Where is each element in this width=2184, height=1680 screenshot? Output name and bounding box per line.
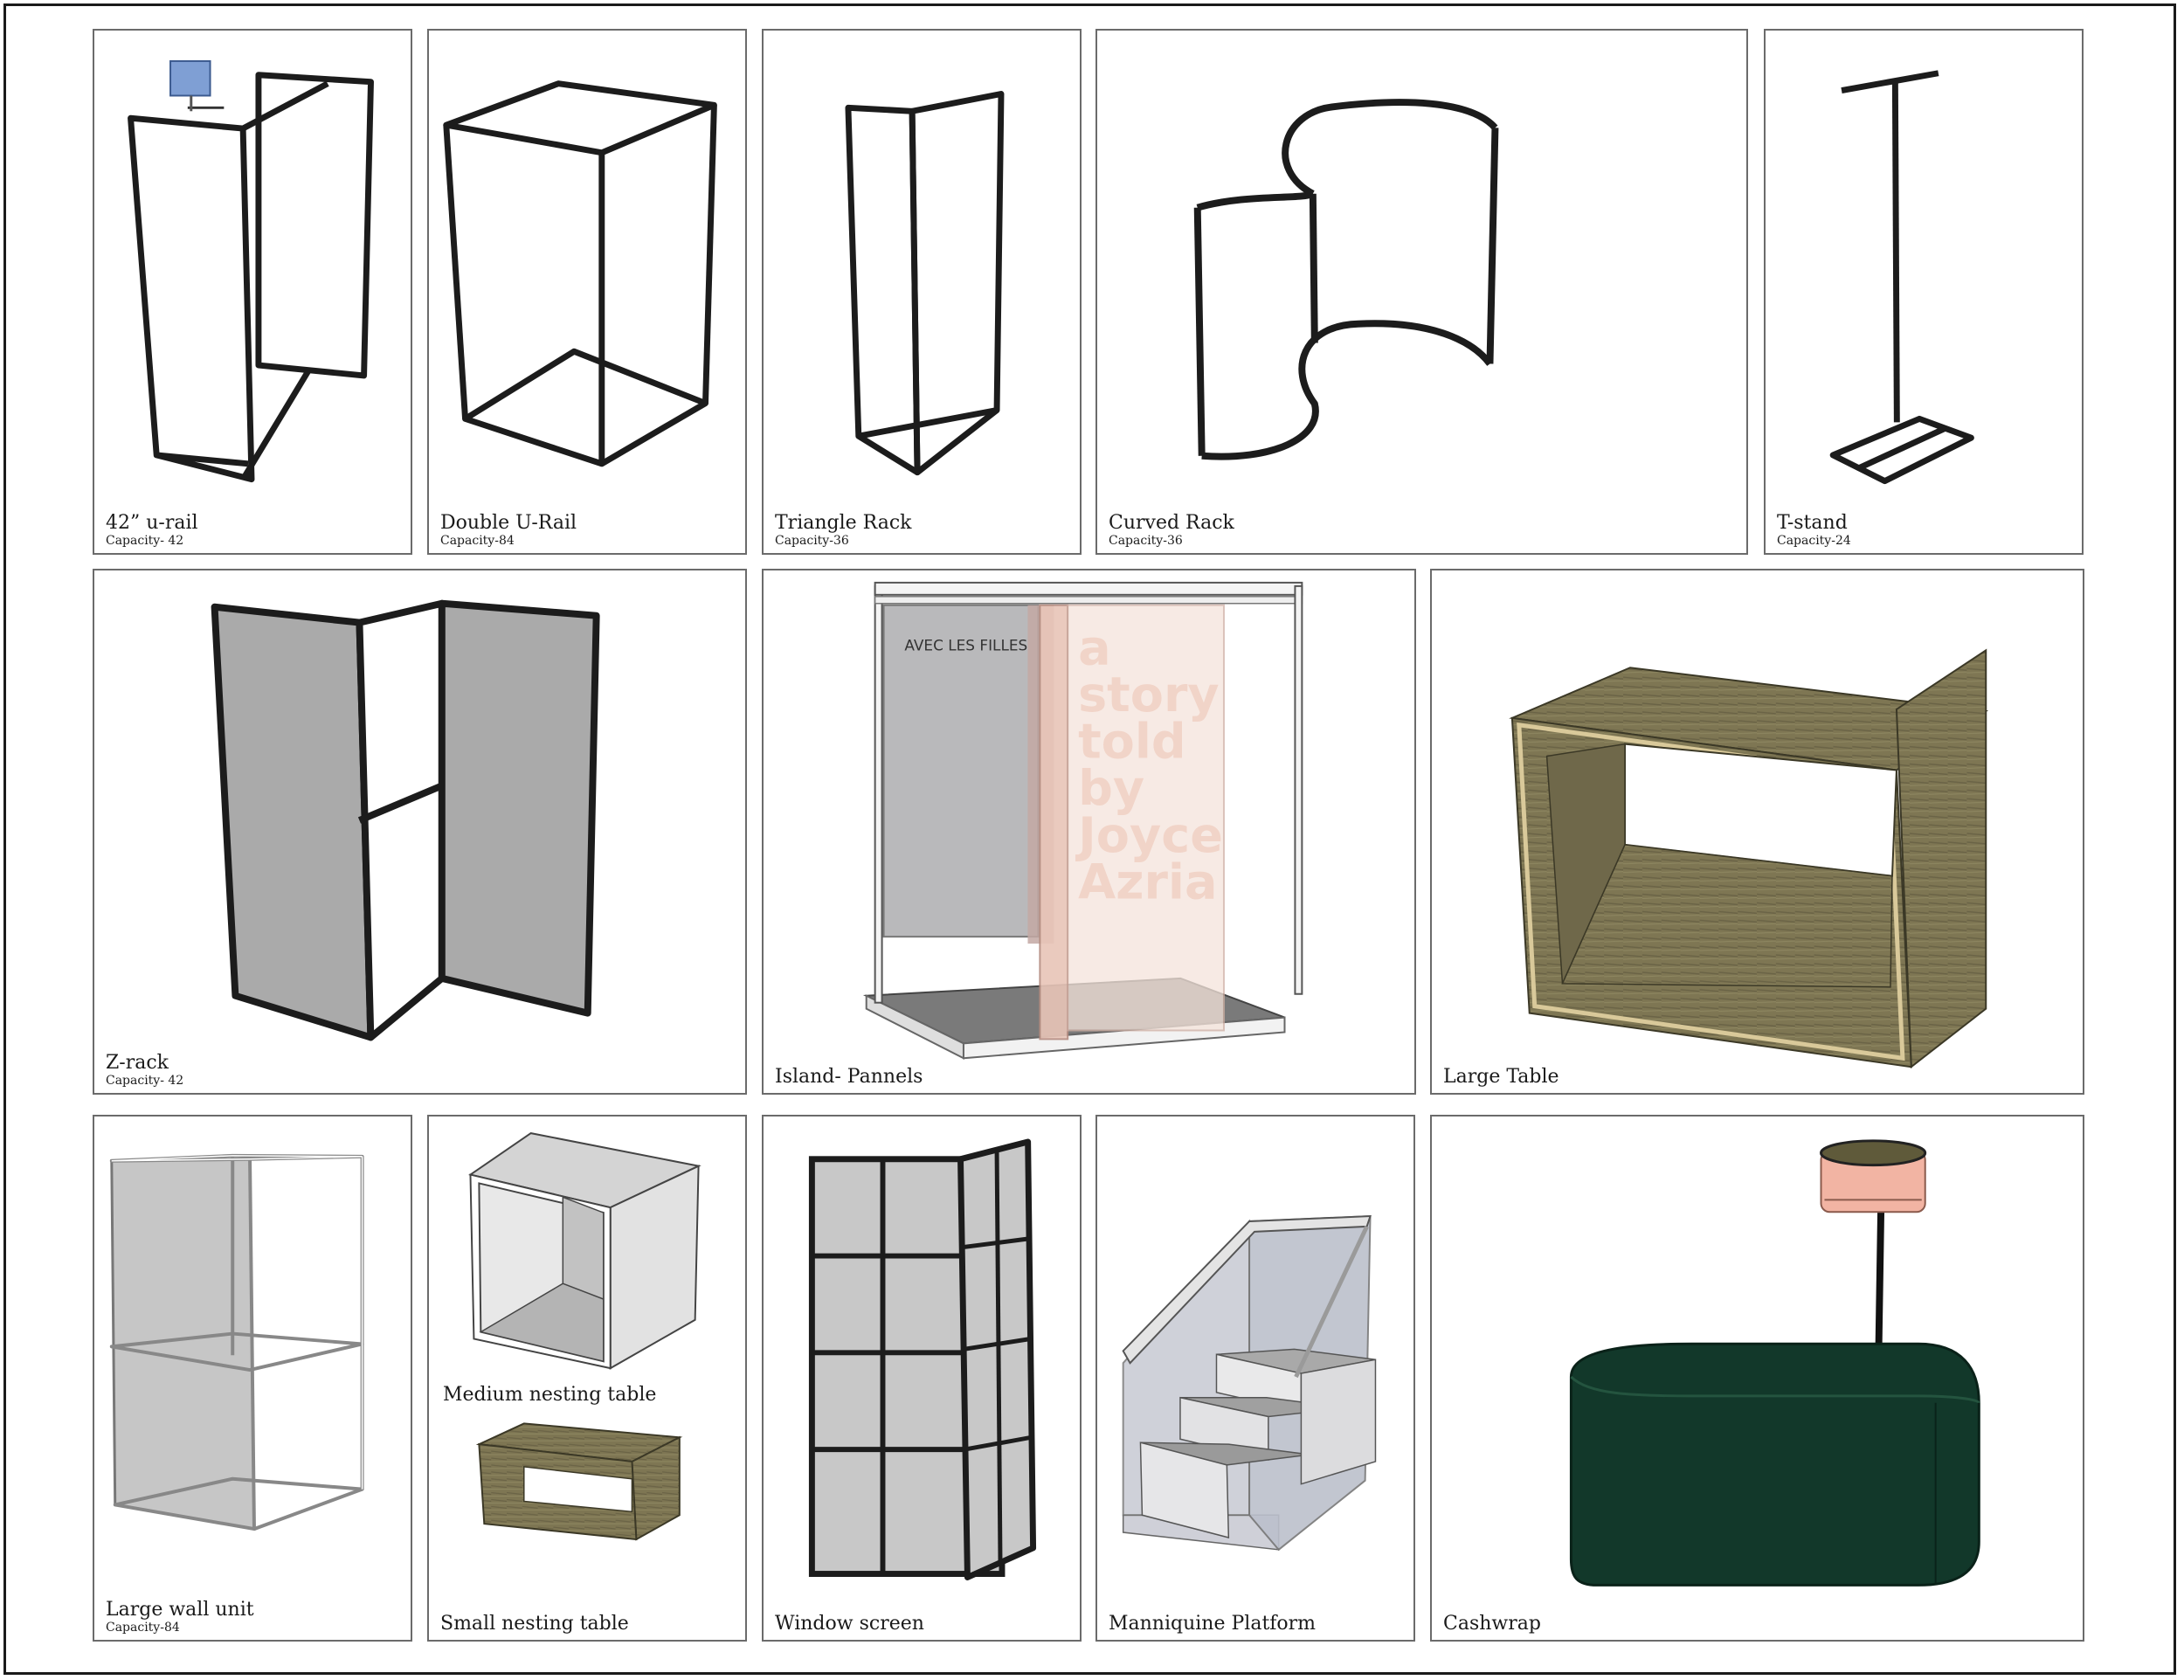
z-rack-drawing <box>211 599 600 1041</box>
large-table-caption: Large Table <box>1443 1067 1559 1088</box>
z-rack-capacity: Capacity- 42 <box>106 1074 184 1088</box>
large-wall-unit-drawing <box>109 1153 364 1531</box>
triangle-rack-caption: Triangle Rack Capacity-36 <box>775 512 912 549</box>
double-u-rail-capacity: Capacity-84 <box>440 534 515 548</box>
card-cashwrap: Cashwrap <box>1430 1115 2084 1642</box>
u-rail-name: 42” u-rail <box>106 512 198 534</box>
poster-line: Azria <box>1078 854 1217 910</box>
nesting-tables-drawing <box>468 1132 702 1541</box>
small-nesting-table-name: Small nesting table <box>440 1613 629 1635</box>
curved-rack-caption: Curved Rack Capacity-36 <box>1109 512 1234 549</box>
poster-line: story <box>1078 667 1220 723</box>
card-nesting-tables: Medium nesting table Small nesting table <box>427 1115 747 1642</box>
u-rail-drawing <box>128 59 374 483</box>
mannequin-platform-drawing <box>1122 1214 1377 1552</box>
cashwrap-drawing <box>1569 1139 1980 1587</box>
card-mannequin-platform: Manniquine Platform <box>1095 1115 1415 1642</box>
card-large-table: Large Table <box>1430 569 2084 1095</box>
poster-line: Joyce <box>1075 807 1223 864</box>
page-frame <box>3 3 2176 1675</box>
double-u-rail-drawing <box>443 80 717 467</box>
t-stand-capacity: Capacity-24 <box>1777 534 1851 548</box>
card-triangle-rack: Triangle Rack Capacity-36 <box>762 29 1082 555</box>
large-table-drawing <box>1509 648 1989 1069</box>
poster-line: told <box>1078 714 1186 771</box>
t-stand-drawing <box>1829 70 1974 485</box>
z-rack-name: Z-rack <box>106 1052 169 1074</box>
poster-line: a <box>1078 619 1111 676</box>
cashwrap-caption: Cashwrap <box>1443 1614 1541 1635</box>
card-z-rack: Z-rack Capacity- 42 <box>93 569 747 1095</box>
curved-rack-capacity: Capacity-36 <box>1109 534 1183 548</box>
card-u-rail: 42” u-rail Capacity- 42 <box>93 29 412 555</box>
large-table-name: Large Table <box>1443 1066 1559 1088</box>
curved-rack-drawing <box>1193 99 1499 460</box>
card-double-u-rail: Double U-Rail Capacity-84 <box>427 29 747 555</box>
card-curved-rack: Curved Rack Capacity-36 <box>1095 29 1748 555</box>
card-window-screen: Window screen <box>762 1115 1082 1642</box>
island-panels-name: Island- Pannels <box>775 1066 923 1088</box>
small-nesting-table-caption: Small nesting table <box>440 1614 629 1635</box>
t-stand-caption: T-stand Capacity-24 <box>1777 512 1851 549</box>
double-u-rail-caption: Double U-Rail Capacity-84 <box>440 512 577 549</box>
medium-nesting-table-name: Medium nesting table <box>443 1384 657 1406</box>
large-wall-unit-name: Large wall unit <box>106 1599 254 1621</box>
triangle-rack-capacity: Capacity-36 <box>775 534 849 548</box>
triangle-rack-drawing <box>845 91 1005 476</box>
mannequin-platform-name: Manniquine Platform <box>1109 1613 1317 1635</box>
window-screen-name: Window screen <box>775 1613 924 1635</box>
triangle-rack-name: Triangle Rack <box>775 512 912 534</box>
t-stand-name: T-stand <box>1777 512 1848 534</box>
window-screen-caption: Window screen <box>775 1614 924 1635</box>
cashwrap-name: Cashwrap <box>1443 1613 1541 1635</box>
double-u-rail-name: Double U-Rail <box>440 512 577 534</box>
card-large-wall-unit: Large wall unit Capacity-84 <box>93 1115 412 1642</box>
u-rail-capacity: Capacity- 42 <box>106 534 184 548</box>
large-wall-unit-caption: Large wall unit Capacity-84 <box>106 1600 254 1635</box>
card-t-stand: T-stand Capacity-24 <box>1764 29 2084 555</box>
panel-text: AVEC LES FILLES <box>904 636 1027 653</box>
mannequin-platform-caption: Manniquine Platform <box>1109 1614 1316 1635</box>
window-screen-drawing <box>808 1138 1037 1580</box>
poster-line: by <box>1078 760 1144 817</box>
curved-rack-name: Curved Rack <box>1109 512 1234 534</box>
u-rail-caption: 42” u-rail Capacity- 42 <box>106 512 198 549</box>
sign-holder-icon <box>169 59 211 97</box>
large-wall-unit-capacity: Capacity-84 <box>106 1621 180 1635</box>
island-panels-caption: Island- Pannels <box>775 1067 923 1088</box>
z-rack-caption: Z-rack Capacity- 42 <box>106 1052 184 1089</box>
